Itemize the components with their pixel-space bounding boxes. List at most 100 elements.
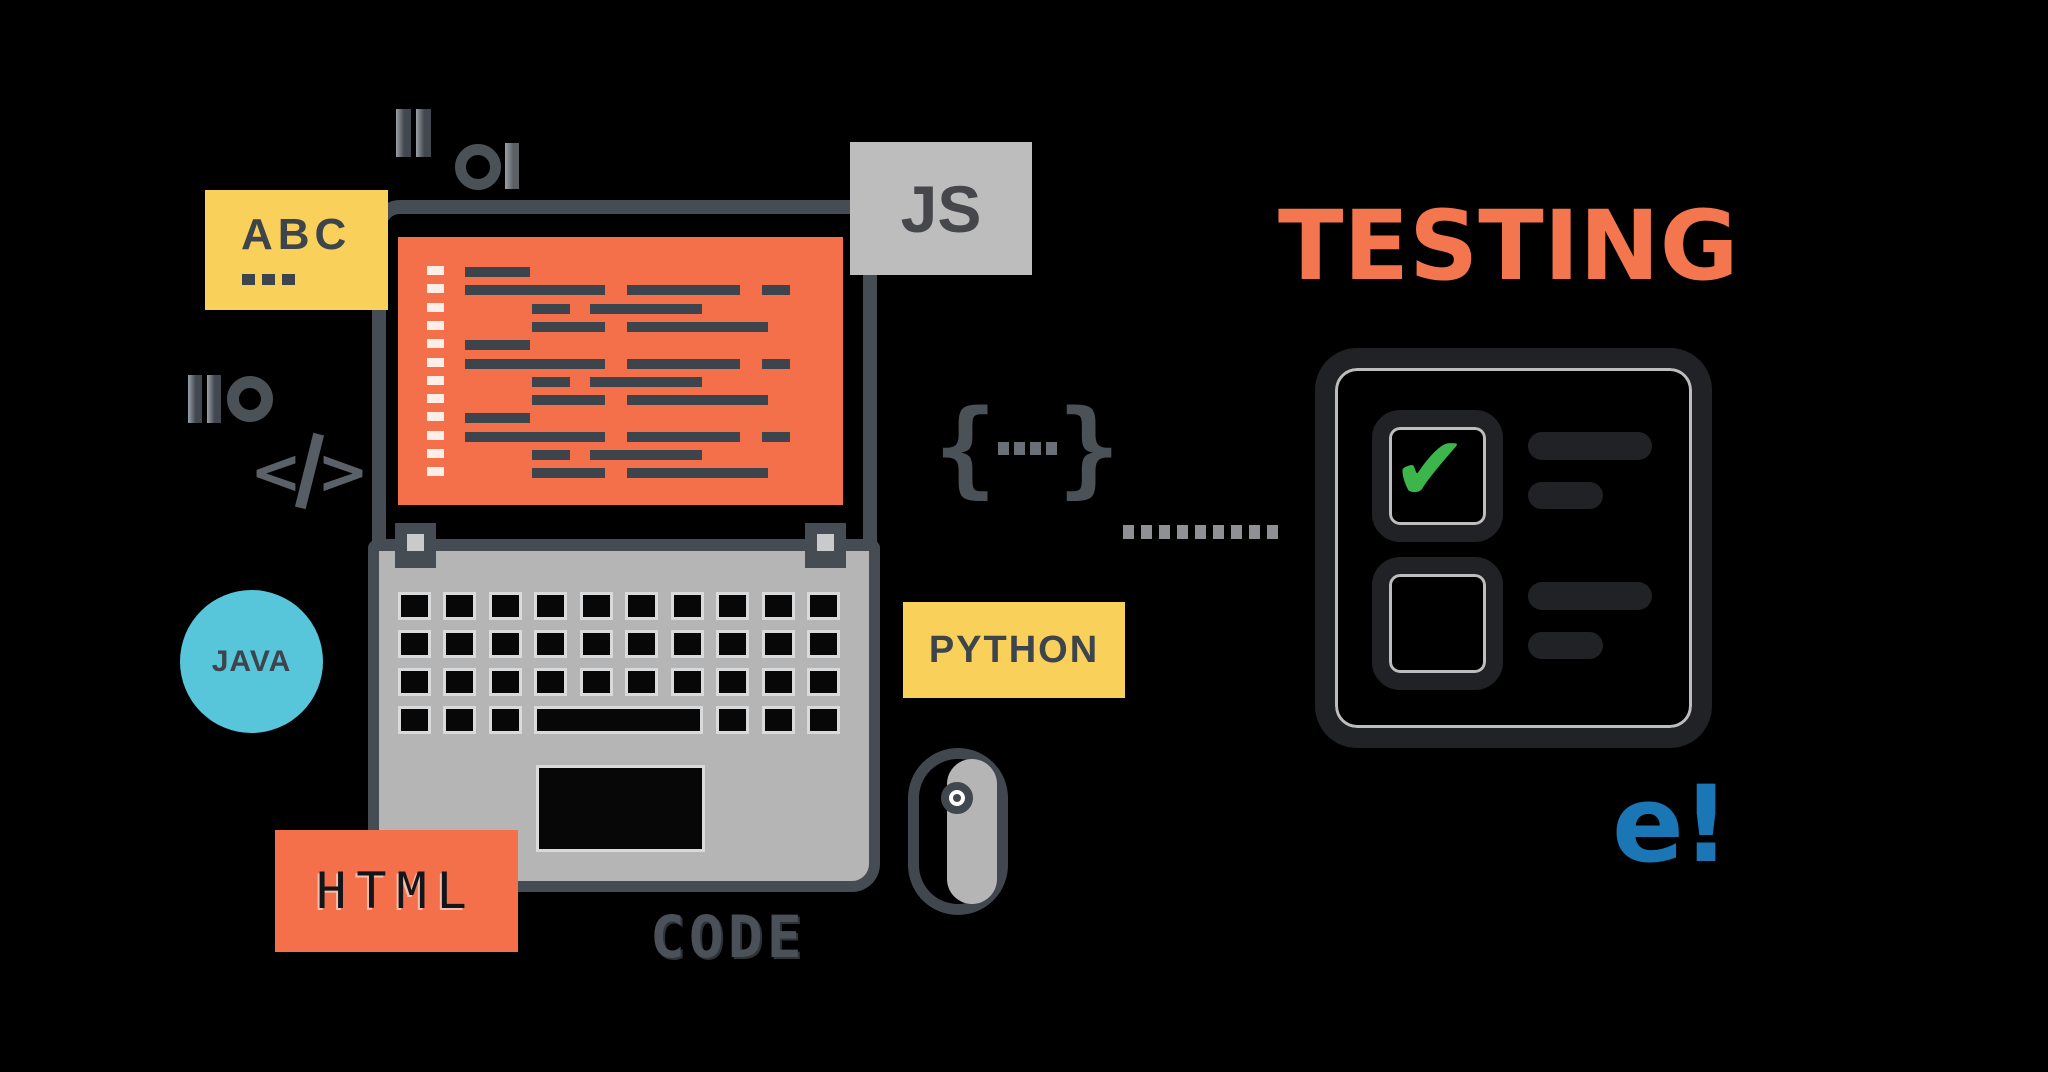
connector-dash — [1177, 525, 1188, 539]
checkbox-empty — [1372, 557, 1503, 690]
keyboard-key — [671, 592, 704, 620]
brace-open: { — [934, 387, 997, 509]
code-line-bar — [627, 359, 740, 369]
pause-bar — [416, 109, 431, 157]
keyboard-key — [807, 706, 840, 734]
checklist-text-bar — [1528, 632, 1603, 659]
keyboard-key — [580, 630, 613, 658]
keyboard-key — [489, 592, 522, 620]
keyboard-key — [625, 592, 658, 620]
bars-ring-icon — [188, 375, 226, 428]
keyboard-key — [398, 668, 431, 696]
abc-dot — [242, 274, 255, 285]
connector-dash — [1159, 525, 1170, 539]
angle-open: < — [250, 434, 302, 508]
checklist-text-bar — [1528, 582, 1652, 610]
bar — [207, 375, 221, 423]
code-line-bar — [465, 340, 530, 350]
code-line-bar — [590, 304, 702, 314]
hinge-pin-inner — [817, 534, 834, 551]
braces-icon: { } — [934, 388, 1120, 508]
brace-close: } — [1057, 387, 1121, 509]
java-badge-label: JAVA — [211, 644, 292, 678]
code-line-bar — [762, 359, 790, 369]
html-badge-label: HTML — [316, 862, 477, 920]
keyboard-key — [671, 668, 704, 696]
keyboard-key — [443, 630, 476, 658]
keyboard-key — [443, 668, 476, 696]
pause-bar — [396, 109, 411, 157]
code-line-bar — [762, 432, 790, 442]
line-number-dash — [427, 284, 444, 293]
keyboard-key — [716, 630, 749, 658]
keyboard-key — [534, 630, 567, 658]
line-number-dash — [427, 321, 444, 330]
abc-dot — [282, 274, 295, 285]
brace-dashes — [997, 441, 1057, 455]
keyboard-key — [398, 630, 431, 658]
abc-dots — [242, 274, 295, 285]
connector-dash — [1141, 525, 1152, 539]
java-badge: JAVA — [180, 590, 323, 733]
line-number-dash — [427, 339, 444, 348]
keyboard-key — [807, 630, 840, 658]
bar — [188, 375, 202, 423]
code-tag-icon: < > — [250, 430, 369, 512]
code-line-bar — [465, 359, 605, 369]
js-badge-label: JS — [900, 171, 982, 246]
checkbox-checked — [1372, 410, 1503, 542]
code-line-bar — [532, 377, 570, 387]
keyboard-key — [762, 592, 795, 620]
keyboard-key — [489, 630, 522, 658]
keyboard-key — [716, 592, 749, 620]
code-label: CODE — [650, 903, 806, 971]
code-line-bar — [532, 468, 605, 478]
keyboard-spacebar — [534, 706, 703, 734]
line-number-dash — [427, 303, 444, 312]
keyboard-key — [398, 706, 431, 734]
mouse-scroll-dot — [953, 794, 961, 802]
keyboard-key — [625, 630, 658, 658]
code-line-bar — [627, 468, 768, 478]
hinge-pin-inner — [407, 534, 424, 551]
keyboard-key — [443, 706, 476, 734]
keyboard-key — [807, 592, 840, 620]
code-line-bar — [627, 432, 740, 442]
line-number-dash — [427, 412, 444, 421]
code-line-bar — [627, 395, 768, 405]
keyboard-key — [716, 668, 749, 696]
keyboard-key — [580, 592, 613, 620]
brace-dash — [1029, 441, 1041, 455]
hinge-pin-left — [395, 523, 436, 568]
keyboard-key — [716, 706, 749, 734]
code-line-bar — [762, 285, 790, 295]
angle-close: > — [316, 434, 369, 508]
brace-dash — [1013, 441, 1025, 455]
keyboard-key — [534, 592, 567, 620]
js-badge: JS — [850, 142, 1032, 275]
keyboard-key — [625, 668, 658, 696]
python-badge-label: PYTHON — [928, 628, 1100, 671]
code-line-bar — [532, 395, 605, 405]
code-line-bar — [532, 304, 570, 314]
code-line-bar — [627, 285, 740, 295]
code-line-bar — [590, 377, 702, 387]
code-line-bar — [465, 413, 530, 423]
line-number-dash — [427, 376, 444, 385]
hinge-pin-right — [805, 523, 846, 568]
record-ring-icon — [455, 144, 501, 190]
keyboard-key — [580, 668, 613, 696]
mouse-scroll-icon — [941, 782, 973, 814]
brace-dash — [1045, 441, 1057, 455]
abc-dot — [262, 274, 275, 285]
line-number-dash — [427, 266, 444, 275]
checklist-text-bar — [1528, 482, 1603, 509]
connector-dash — [1123, 525, 1134, 539]
html-badge: HTML — [275, 830, 518, 952]
code-line-bar — [532, 450, 570, 460]
pause-bars-icon — [396, 109, 436, 162]
ring-icon — [227, 376, 273, 422]
keyboard-key — [671, 630, 704, 658]
connector-dash — [1267, 525, 1278, 539]
